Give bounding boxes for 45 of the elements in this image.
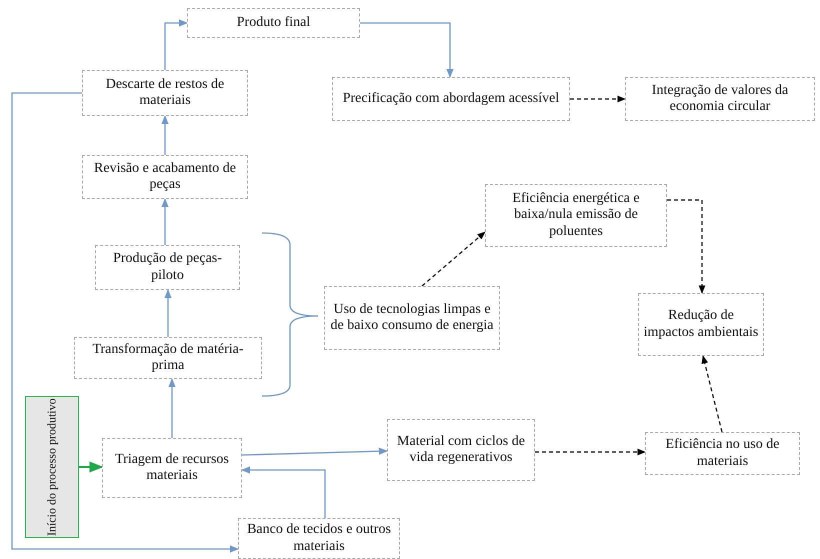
node-label: Produto final bbox=[236, 14, 310, 32]
process-box bbox=[485, 184, 667, 247]
arrow bbox=[168, 378, 176, 438]
process-box bbox=[324, 286, 500, 350]
arrow bbox=[535, 448, 646, 456]
arrow bbox=[667, 199, 706, 294]
arrow bbox=[79, 461, 104, 473]
process-box bbox=[387, 419, 535, 481]
arrow bbox=[422, 231, 486, 286]
node-label: Material com ciclos de vida regenerativos bbox=[396, 434, 526, 466]
process-box bbox=[82, 70, 248, 116]
arrow bbox=[161, 115, 169, 155]
process-box bbox=[102, 438, 242, 498]
arrow bbox=[161, 198, 169, 245]
node-label: Revisão e acabamento de peças bbox=[93, 160, 237, 194]
process-box bbox=[187, 8, 360, 38]
node-label: Descarte de restos de materiais bbox=[104, 76, 226, 110]
process-box bbox=[74, 337, 262, 379]
arrow bbox=[242, 448, 388, 456]
process-box bbox=[95, 245, 240, 290]
node-label: Início do processo produtivo bbox=[44, 398, 60, 536]
arrow bbox=[11, 92, 239, 553]
start-box bbox=[25, 396, 79, 538]
node-label: Eficiência energética e baixa/nula emissão de poluentes bbox=[511, 191, 641, 240]
node-label: Integração de valores da economia circular bbox=[650, 82, 790, 116]
process-box bbox=[238, 518, 400, 559]
node-label: Eficiência no uso de materiais bbox=[664, 437, 780, 470]
node-label: Produção de peças-piloto bbox=[112, 251, 223, 284]
process-box bbox=[625, 77, 815, 121]
node-label: Triagem de recursos materiais bbox=[114, 452, 230, 484]
process-box bbox=[82, 155, 248, 199]
arrow bbox=[360, 22, 454, 78]
node-label: Uso de tecnologias limpas e de baixo consumo de energia bbox=[329, 302, 495, 334]
process-box bbox=[645, 432, 800, 475]
node-label: Banco de tecidos e outros materiais bbox=[246, 522, 392, 555]
arrow bbox=[570, 96, 626, 102]
node-label: Redução de impactos ambientais bbox=[643, 308, 759, 341]
node-label: Precificação com abordagem acessível bbox=[342, 90, 560, 108]
process-box bbox=[332, 77, 570, 121]
arrow bbox=[164, 289, 172, 337]
arrow bbox=[164, 19, 188, 70]
arrow bbox=[702, 355, 723, 432]
process-box bbox=[638, 293, 764, 356]
arrow bbox=[241, 466, 326, 518]
node-label: Transformação de matéria-prima bbox=[91, 342, 245, 374]
